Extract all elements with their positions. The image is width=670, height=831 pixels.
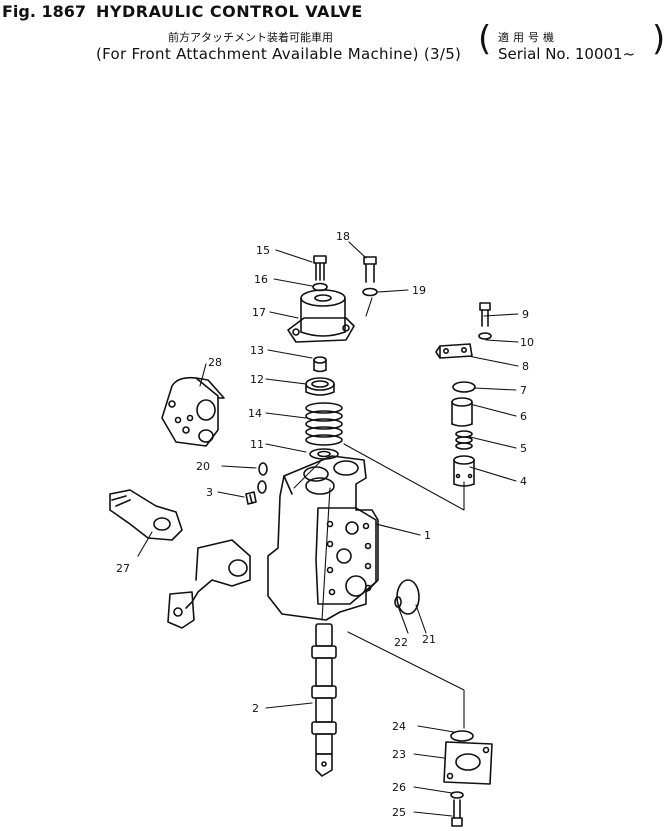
callout-22: 22 <box>394 636 408 649</box>
callout-16: 16 <box>254 273 268 286</box>
part-21-o-ring <box>396 579 420 615</box>
callout-24: 24 <box>392 720 406 733</box>
part-12-seat <box>305 377 335 396</box>
figure-title: HYDRAULIC CONTROL VALVE <box>96 2 363 21</box>
part-23-plate <box>443 741 493 785</box>
callout-23: 23 <box>392 748 406 761</box>
part-11-seat <box>309 448 339 460</box>
part-18-bolt <box>363 256 377 283</box>
serial-number: Serial No. 10001~ <box>498 45 636 63</box>
part-2-spool <box>311 623 337 777</box>
part-8-plate <box>435 343 473 359</box>
callout-20: 20 <box>196 460 210 473</box>
part-5-spring <box>455 430 473 450</box>
part-22-o-ring <box>394 596 402 608</box>
subtitle-japanese: 前方アタッチメント装着可能車用 <box>168 31 333 44</box>
part-10-washer <box>478 332 492 340</box>
callout-15: 15 <box>256 244 270 257</box>
callout-10: 10 <box>520 336 534 349</box>
callout-18: 18 <box>336 230 350 243</box>
callout-1: 1 <box>424 529 431 542</box>
callout-13: 13 <box>250 344 264 357</box>
callout-6: 6 <box>520 410 527 423</box>
callout-3: 3 <box>206 486 213 499</box>
callout-2: 2 <box>252 702 259 715</box>
callout-21: 21 <box>422 633 436 646</box>
part-1-valve-body <box>267 455 379 621</box>
callout-28: 28 <box>208 356 222 369</box>
part-13-plug <box>313 356 327 373</box>
callout-19: 19 <box>412 284 426 297</box>
part-6-sleeve <box>451 397 473 427</box>
part-28-cap <box>161 376 225 447</box>
callout-5: 5 <box>520 442 527 455</box>
part-7-o-ring <box>452 381 476 393</box>
callout-11: 11 <box>250 438 264 451</box>
part-24-o-ring <box>450 730 474 742</box>
part-15-bolt <box>313 255 327 281</box>
subtitle-english: (For Front Attachment Available Machine)… <box>96 45 462 63</box>
serial-close-paren: ) <box>652 19 666 59</box>
serial-open-paren: ( <box>478 19 492 59</box>
callout-7: 7 <box>520 384 527 397</box>
part-20-o-ring-b <box>257 480 267 494</box>
part-14-spring <box>305 402 343 446</box>
callout-25: 25 <box>392 806 406 819</box>
part-19-washer <box>362 287 378 297</box>
part-20-o-ring-a <box>258 462 268 476</box>
part-27-flange-pipe <box>109 489 251 629</box>
part-26-washer <box>450 791 464 799</box>
leader-lines <box>137 241 519 817</box>
callout-27: 27 <box>116 562 130 575</box>
part-4-piston <box>453 455 475 487</box>
figure-number: Fig. 1867 <box>2 2 87 21</box>
callout-14: 14 <box>248 407 262 420</box>
part-3-plug <box>245 491 257 505</box>
callout-26: 26 <box>392 781 406 794</box>
callout-17: 17 <box>252 306 266 319</box>
part-25-bolt <box>451 799 463 827</box>
serial-label-japanese: 適用号機 <box>498 31 558 44</box>
part-17-cover <box>287 289 355 343</box>
part-9-bolt <box>479 302 491 327</box>
callout-9: 9 <box>522 308 529 321</box>
callout-12: 12 <box>250 373 264 386</box>
callout-4: 4 <box>520 475 527 488</box>
callout-8: 8 <box>522 360 529 373</box>
